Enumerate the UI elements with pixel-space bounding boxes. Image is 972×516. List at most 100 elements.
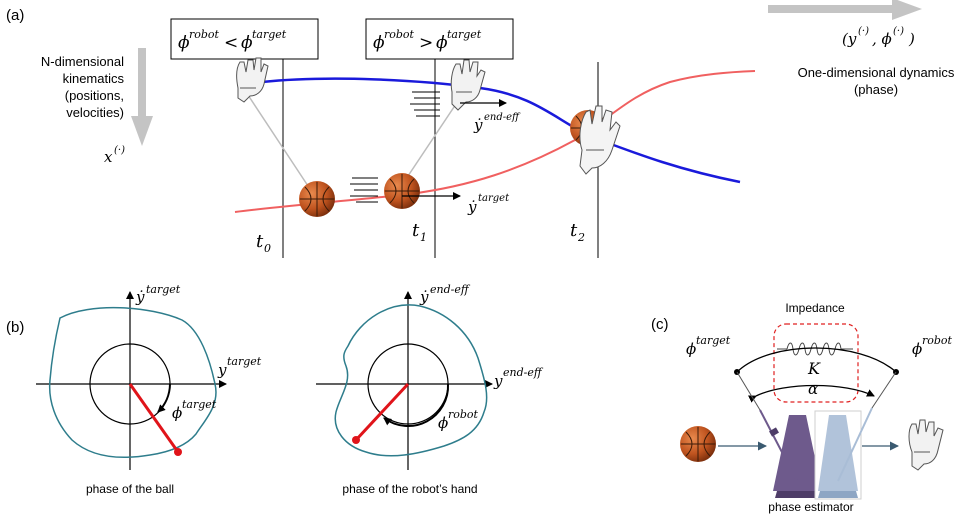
phi-robot-label: ϕ bbox=[438, 414, 448, 432]
impedance-box bbox=[773, 323, 859, 403]
svg-text:target: target bbox=[227, 355, 262, 368]
robot-trajectory-curve bbox=[261, 77, 741, 184]
svg-text:end-eff: end-eff bbox=[484, 112, 521, 123]
y-dot-endeff-label: ẏ end-eff bbox=[473, 112, 521, 134]
svg-text:(phase): (phase) bbox=[854, 82, 898, 97]
svg-text:, ϕ: , ϕ bbox=[872, 30, 892, 48]
alpha-arc bbox=[747, 384, 875, 403]
svg-text:end-eff: end-eff bbox=[430, 283, 471, 296]
svg-text:target: target bbox=[447, 28, 482, 41]
svg-text:One-dimensional dynamics: One-dimensional dynamics bbox=[798, 65, 955, 80]
svg-text:2: 2 bbox=[577, 231, 585, 244]
metronome-right-icon bbox=[818, 371, 897, 498]
svg-text:target: target bbox=[182, 398, 217, 411]
basketball-t1 bbox=[384, 173, 420, 209]
svg-text:t: t bbox=[256, 231, 264, 252]
h-axis-hand-label: y bbox=[493, 372, 503, 390]
phi-robot-c-label: ϕ robot bbox=[912, 334, 953, 358]
robot-hand-icon-t2 bbox=[579, 105, 621, 175]
panel-b-label: (b) bbox=[6, 319, 24, 336]
svg-text:0: 0 bbox=[264, 242, 271, 255]
svg-text:t: t bbox=[570, 220, 578, 241]
right-axis-text: One-dimensional dynamics (phase) bbox=[798, 65, 955, 97]
svg-text:robot: robot bbox=[384, 28, 415, 41]
speed-lines-hand bbox=[410, 91, 440, 117]
svg-text:x: x bbox=[104, 148, 113, 166]
svg-text:1: 1 bbox=[420, 231, 427, 244]
phase-plot-ball: ẏ target y target ϕ target bbox=[36, 283, 262, 470]
caption-phase-hand: phase of the robot’s hand bbox=[342, 482, 477, 496]
ball-trajectory-curve bbox=[234, 70, 756, 213]
spring-icon bbox=[777, 342, 853, 356]
link-line-t0 bbox=[247, 94, 313, 193]
svg-text:(y: (y bbox=[842, 30, 857, 48]
t2-label: t 2 bbox=[570, 220, 585, 244]
svg-text:target: target bbox=[146, 283, 181, 296]
y-dot-target-label: ẏ target bbox=[467, 193, 510, 216]
svg-text:ϕ: ϕ bbox=[436, 33, 448, 53]
panel-c-label: (c) bbox=[651, 316, 669, 333]
phi-target-label: ϕ bbox=[172, 404, 182, 422]
phase-estimator-caption: phase estimator bbox=[768, 500, 853, 514]
link-line-t1 bbox=[401, 97, 461, 186]
svg-text:velocities): velocities) bbox=[66, 105, 124, 120]
left-gray-arrow bbox=[131, 48, 153, 146]
caption-phase-ball: phase of the ball bbox=[86, 482, 174, 496]
box-robot-less-target: ϕ robot < ϕ target bbox=[170, 18, 319, 60]
svg-text:ẏ: ẏ bbox=[467, 198, 477, 216]
phase-plot-hand: ẏ end-eff y end-eff ϕ robot bbox=[316, 283, 544, 470]
panel-a-label: (a) bbox=[6, 7, 24, 24]
svg-text:ϕ: ϕ bbox=[912, 340, 922, 358]
phase-point-ball bbox=[174, 448, 182, 456]
svg-text:robot: robot bbox=[189, 28, 220, 41]
svg-text:(positions,: (positions, bbox=[65, 88, 124, 103]
svg-text:robot: robot bbox=[448, 408, 479, 421]
phase-line-hand bbox=[354, 382, 410, 442]
alpha-label: α bbox=[808, 380, 818, 398]
robot-hand-icon-t0 bbox=[236, 57, 269, 103]
svg-text:ϕ: ϕ bbox=[178, 33, 190, 53]
svg-text:(·): (·) bbox=[893, 26, 904, 37]
right-gray-arrow bbox=[768, 0, 922, 20]
v-axis-ball-label: ẏ bbox=[135, 288, 145, 306]
K-label: K bbox=[807, 359, 821, 378]
speed-lines-ball bbox=[350, 177, 378, 203]
svg-text:(·): (·) bbox=[858, 26, 869, 37]
robot-hand-icon-c bbox=[908, 419, 944, 471]
trajectory-ball bbox=[48, 306, 217, 459]
svg-text:t: t bbox=[412, 220, 420, 241]
svg-text:(·): (·) bbox=[114, 145, 125, 156]
h-axis-ball-label: y bbox=[217, 361, 227, 379]
phi-target-c-label: ϕ target bbox=[686, 334, 731, 358]
svg-text:robot: robot bbox=[922, 334, 953, 347]
metronome-left-icon bbox=[736, 371, 822, 498]
svg-text:target: target bbox=[696, 334, 731, 347]
svg-text:ϕ: ϕ bbox=[373, 33, 385, 53]
t1-label: t 1 bbox=[412, 220, 427, 244]
svg-text:<: < bbox=[224, 33, 238, 53]
svg-text:target: target bbox=[478, 193, 510, 204]
svg-text:>: > bbox=[419, 33, 433, 53]
phase-arc-hand bbox=[383, 383, 450, 428]
svg-text:ẏ: ẏ bbox=[473, 116, 483, 134]
impedance-label: Impedance bbox=[785, 301, 845, 315]
phase-arc-ball bbox=[157, 383, 171, 413]
phase-line-ball bbox=[128, 383, 180, 453]
svg-text:end-eff: end-eff bbox=[503, 366, 544, 379]
v-axis-hand-label: ẏ bbox=[419, 288, 429, 306]
basketball-t0 bbox=[299, 181, 335, 217]
phase-point-hand bbox=[352, 436, 360, 444]
right-axis-math: (y (·) , ϕ (·) ) bbox=[842, 26, 915, 48]
x-dot-label: x (·) bbox=[104, 145, 125, 166]
svg-text:kinematics: kinematics bbox=[63, 71, 125, 86]
svg-text:ϕ: ϕ bbox=[241, 33, 253, 53]
svg-text:target: target bbox=[252, 28, 287, 41]
svg-text:N-dimensional: N-dimensional bbox=[41, 54, 124, 69]
robot-hand-icon-t1 bbox=[450, 59, 486, 111]
basketball-c bbox=[680, 426, 716, 462]
trajectory-hand bbox=[334, 304, 488, 457]
left-axis-text: N-dimensional kinematics (positions, vel… bbox=[41, 54, 125, 120]
upper-arc bbox=[736, 347, 897, 373]
svg-text:): ) bbox=[908, 30, 915, 48]
